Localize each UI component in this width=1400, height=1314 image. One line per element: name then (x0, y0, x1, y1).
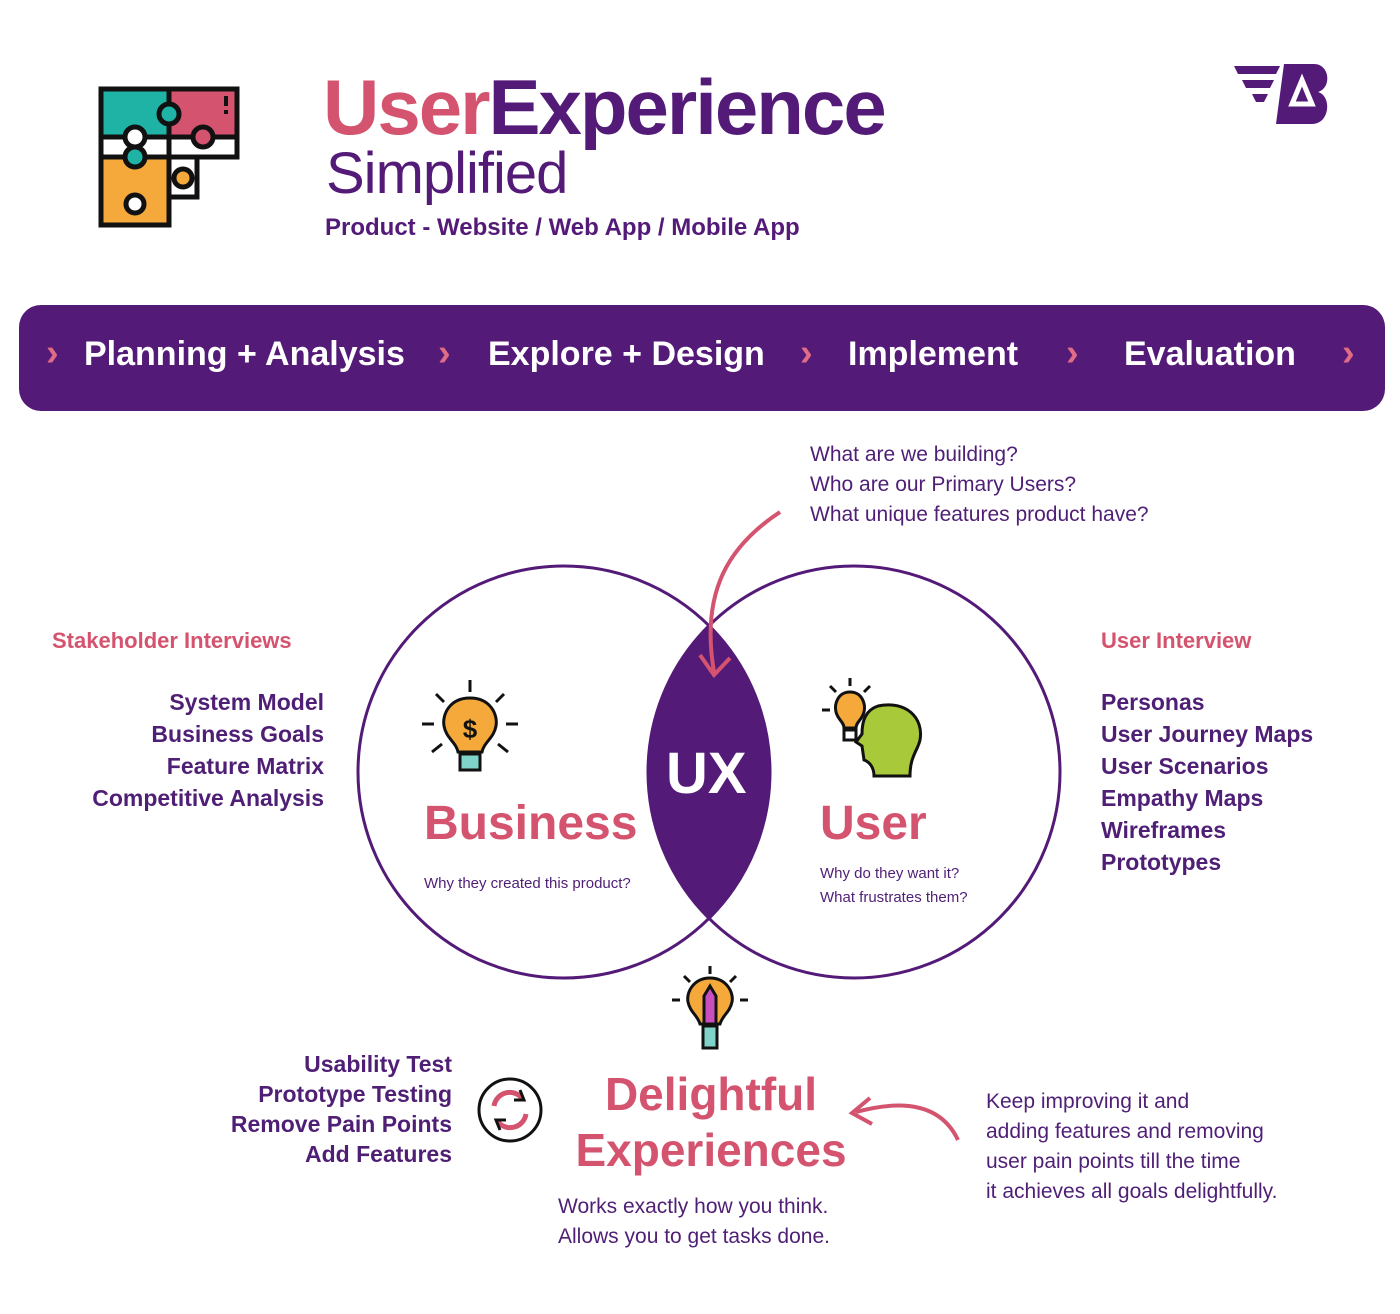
arrow-to-delight-head (848, 1096, 873, 1126)
list-item: User Scenarios (1101, 753, 1269, 779)
refresh-cycle-icon (477, 1077, 543, 1143)
keep-line: Keep improving it and (986, 1090, 1190, 1113)
list-item: Usability Test (304, 1051, 452, 1077)
chevron-right-icon: › (1066, 332, 1079, 374)
question-list: What are we building? Who are our Primar… (810, 440, 1149, 530)
list-item: Competitive Analysis (92, 785, 324, 811)
user-questions: Why do they want it? What frustrates the… (820, 862, 968, 910)
stage-implement: Implement (848, 335, 1019, 373)
user-deliverables-list: Personas User Journey Maps User Scenario… (1101, 686, 1313, 878)
stage-explore-design: Explore + Design (488, 335, 765, 373)
delightful-heading: Delightful Experiences (566, 1066, 856, 1178)
brand-b-logo-icon (1234, 64, 1328, 124)
user-interview-heading: User Interview (1101, 628, 1252, 653)
question-item: Who are our Primary Users? (810, 473, 1077, 496)
list-item: Personas (1101, 689, 1205, 715)
list-item: Prototype Testing (258, 1081, 452, 1107)
list-item: Prototypes (1101, 849, 1222, 875)
head-idea-icon (822, 678, 923, 778)
list-item: Wireframes (1101, 817, 1227, 843)
keep-line: user pain points till the time (986, 1150, 1241, 1173)
page-subtitle: Simplified (326, 141, 568, 206)
user-heading: User (820, 797, 927, 850)
delightful-line1: Delightful (604, 1068, 818, 1120)
keep-line: adding features and removing (986, 1120, 1264, 1143)
keep-line: it achieves all goals delightfully. (986, 1180, 1278, 1203)
delightful-sub-line: Works exactly how you think. (558, 1195, 829, 1218)
arrow-to-delight (855, 1103, 960, 1141)
stakeholder-heading: Stakeholder Interviews (52, 628, 292, 653)
stages-bar (19, 305, 1385, 411)
question-item: What unique features product have? (810, 503, 1149, 526)
chevron-right-icon: › (800, 332, 813, 374)
dollar-bulb-icon: $ (422, 680, 518, 772)
page-title: UserExperience (323, 62, 887, 153)
list-item: Business Goals (151, 721, 324, 747)
stage-evaluation: Evaluation (1124, 335, 1296, 373)
list-item: Remove Pain Points (230, 1111, 452, 1137)
keep-improving-text: Keep improving it and adding features an… (986, 1087, 1277, 1207)
chevron-right-icon: › (438, 332, 451, 374)
svg-text:$: $ (463, 714, 478, 744)
chevron-right-icon: › (1342, 332, 1355, 374)
list-item: Feature Matrix (166, 753, 324, 779)
question-item: What are we building? (810, 443, 1018, 466)
list-item: Empathy Maps (1101, 785, 1264, 811)
arrow-to-ux (708, 510, 782, 673)
arrow-to-ux-head (698, 653, 732, 679)
ux-label: UX (666, 741, 747, 806)
list-item: Add Features (305, 1141, 452, 1167)
business-deliverables-list: System Model Business Goals Feature Matr… (40, 686, 324, 814)
user-question-item: What frustrates them? (820, 889, 968, 906)
title-user: User (323, 63, 490, 151)
title-experience: Experience (488, 63, 886, 151)
stage-planning-analysis: Planning + Analysis (84, 335, 405, 373)
business-question: Why they created this product? (424, 875, 631, 892)
tagline: Product - Website / Web App / Mobile App (325, 214, 800, 241)
chevron-right-icon: › (46, 332, 59, 374)
pencil-bulb-icon (672, 966, 748, 1050)
puzzle-icon (98, 86, 240, 228)
list-item: User Journey Maps (1101, 721, 1314, 747)
delightful-subtext: Works exactly how you think. Allows you … (558, 1192, 830, 1252)
user-question-item: Why do they want it? (820, 865, 960, 882)
business-heading: Business (424, 797, 638, 850)
evaluation-list: Usability Test Prototype Testing Remove … (180, 1049, 452, 1169)
delightful-sub-line: Allows you to get tasks done. (558, 1225, 830, 1248)
list-item: System Model (169, 689, 324, 715)
delightful-line2: Experiences (575, 1124, 847, 1176)
